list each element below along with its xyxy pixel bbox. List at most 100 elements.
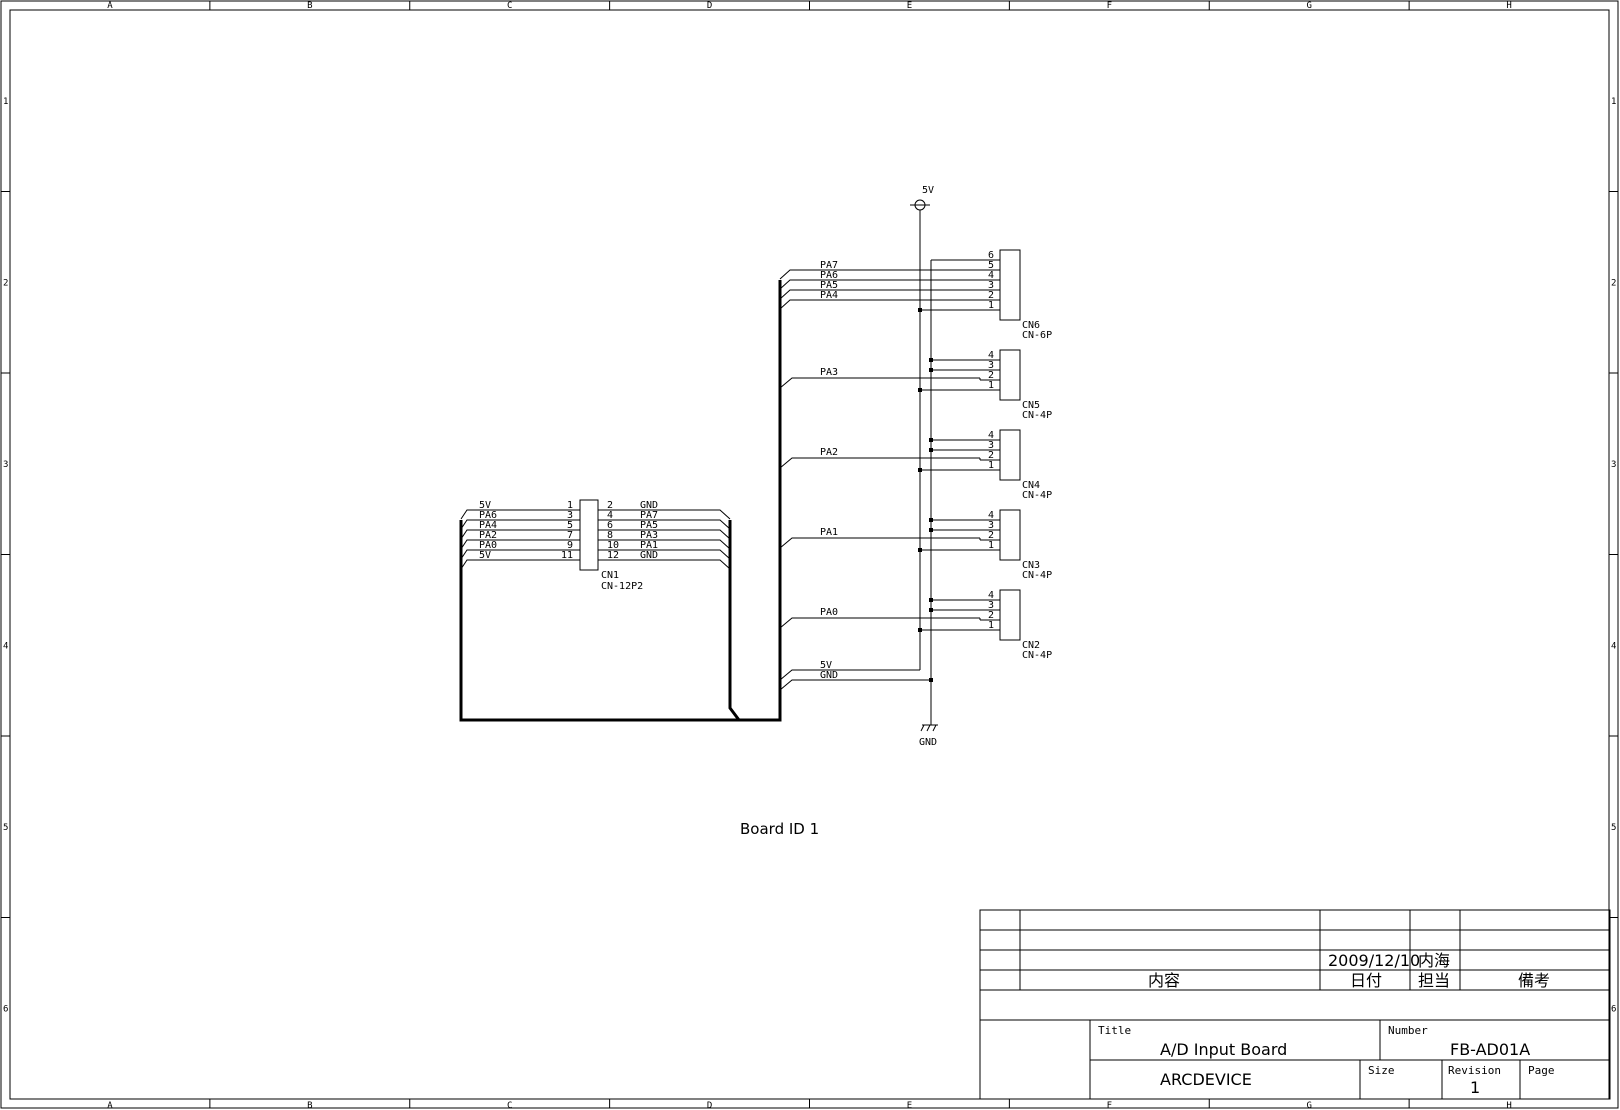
cn1-left-net-label: 5V xyxy=(479,550,491,561)
connector-pin-number: 1 xyxy=(988,540,994,551)
connector-pin-number: 3 xyxy=(988,520,994,531)
bus-net-label: PA6 xyxy=(820,270,838,281)
connector-pin-number: 3 xyxy=(988,360,994,371)
cn1-left-net-label: PA4 xyxy=(479,520,497,531)
connector-pin-number: 2 xyxy=(988,290,994,301)
connector-pin-number: 4 xyxy=(988,350,994,361)
zone-row-right-6: 6 xyxy=(1611,1004,1616,1014)
cn1-right-net-label: PA5 xyxy=(640,520,658,531)
zone-col-top-C: C xyxy=(507,1,512,11)
cn6-ref: CN6 xyxy=(1022,320,1040,331)
bus-entry-gnd xyxy=(779,679,931,691)
cn1-left-net-label: 5V xyxy=(479,500,491,511)
zone-row-left-6: 6 xyxy=(3,1004,8,1014)
cn1-left-net-label: PA2 xyxy=(479,530,497,541)
cn5-value: CN-4P xyxy=(1022,410,1052,421)
zone-col-bottom-B: B xyxy=(307,1101,312,1110)
zone-row-right-2: 2 xyxy=(1611,278,1616,288)
bus-net-label: PA3 xyxy=(820,367,838,378)
junction-dot xyxy=(929,608,933,612)
cn1-left-pin-number: 11 xyxy=(561,550,573,561)
cn1-right-wire xyxy=(598,559,731,570)
cn1-value: CN-12P2 xyxy=(601,581,643,592)
connector-pin-number: 1 xyxy=(988,460,994,471)
connector-pin-number: 1 xyxy=(988,380,994,391)
junction-dot xyxy=(929,598,933,602)
zone-col-bottom-E: E xyxy=(907,1101,912,1110)
cn1-left-wire xyxy=(460,549,580,560)
connector-pin-number: 1 xyxy=(988,620,994,631)
cn1-right-pin-number: 6 xyxy=(607,520,613,531)
zone-row-right-3: 3 xyxy=(1611,460,1616,470)
header-remarks: 備考 xyxy=(1518,971,1550,990)
cn1-left-wire xyxy=(460,529,580,540)
wiring xyxy=(460,210,1000,725)
cn1-right-pin-number: 10 xyxy=(607,540,619,551)
cn1-left-wire xyxy=(460,509,580,520)
connector-pin-number: 3 xyxy=(988,280,994,291)
cn1-right-pin-number: 4 xyxy=(607,510,613,521)
zone-row-left-2: 2 xyxy=(3,278,8,288)
bus-net-label: PA7 xyxy=(820,260,838,271)
drawing-title: A/D Input Board xyxy=(1160,1040,1287,1059)
cn6-body xyxy=(999,249,1021,321)
gnd-label: GND xyxy=(919,737,937,748)
cn2-ref: CN2 xyxy=(1022,640,1040,651)
cn1-right-pin-number: 2 xyxy=(607,500,613,511)
cn4-body xyxy=(999,429,1021,481)
number-label: Number xyxy=(1388,1024,1428,1037)
zone-row-right-1: 1 xyxy=(1611,97,1616,107)
junction-dot xyxy=(929,448,933,452)
cn3-value: CN-4P xyxy=(1022,570,1052,581)
bus-net-label: PA2 xyxy=(820,447,838,458)
cn1-left-pin-number: 7 xyxy=(567,530,573,541)
cn1-right-wire xyxy=(598,549,731,560)
junction-dot xyxy=(929,358,933,362)
cn3-body xyxy=(999,509,1021,561)
header-content: 内容 xyxy=(1148,971,1180,990)
cn1-right-pin-number: 12 xyxy=(607,550,619,561)
cn1-right-wire xyxy=(598,509,731,520)
zone-row-right-5: 5 xyxy=(1611,823,1616,833)
cn4-value: CN-4P xyxy=(1022,490,1052,501)
cn1-left-wire xyxy=(460,559,580,570)
cn1-body xyxy=(579,499,599,571)
company-name: ARCDEVICE xyxy=(1160,1070,1252,1089)
cn5-ref: CN5 xyxy=(1022,400,1040,411)
junction-dot xyxy=(929,678,933,682)
revision-label: Revision xyxy=(1448,1064,1501,1077)
size-label: Size xyxy=(1368,1064,1395,1077)
cn1-left-pin-number: 9 xyxy=(567,540,573,551)
title-block xyxy=(979,909,1611,1100)
zone-col-top-F: F xyxy=(1107,1,1112,11)
bus-net-label-gnd: GND xyxy=(820,670,838,681)
junction-dot xyxy=(929,368,933,372)
bus-right xyxy=(728,520,741,721)
bus-entry-wire xyxy=(779,289,980,300)
revision-person: 内海 xyxy=(1418,951,1450,970)
zone-col-top-A: A xyxy=(107,1,113,11)
cn1-left-net-label: PA0 xyxy=(479,540,497,551)
bus-net-label: PA5 xyxy=(820,280,838,291)
cn1-right-wire xyxy=(598,539,731,550)
board-id-note: Board ID 1 xyxy=(740,820,819,838)
junction-dot xyxy=(929,518,933,522)
zone-col-top-H: H xyxy=(1506,1,1511,11)
zone-row-left-3: 3 xyxy=(3,460,8,470)
connector-pin-number: 4 xyxy=(988,510,994,521)
bus-entry-wire xyxy=(779,617,980,629)
cn1-right-wire xyxy=(598,519,731,530)
bus-net-label-5v: 5V xyxy=(820,660,832,671)
page-label: Page xyxy=(1528,1064,1555,1077)
cn3-ref: CN3 xyxy=(1022,560,1040,571)
revision-date: 2009/12/10 xyxy=(1328,951,1420,970)
bus-entry-5v xyxy=(779,669,920,681)
bus-entry-wire xyxy=(779,537,980,549)
cn1-right-wire xyxy=(598,529,731,540)
cn1-right-net-label: GND xyxy=(640,550,658,561)
zone-col-bottom-C: C xyxy=(507,1101,512,1110)
cn6-value: CN-6P xyxy=(1022,330,1052,341)
